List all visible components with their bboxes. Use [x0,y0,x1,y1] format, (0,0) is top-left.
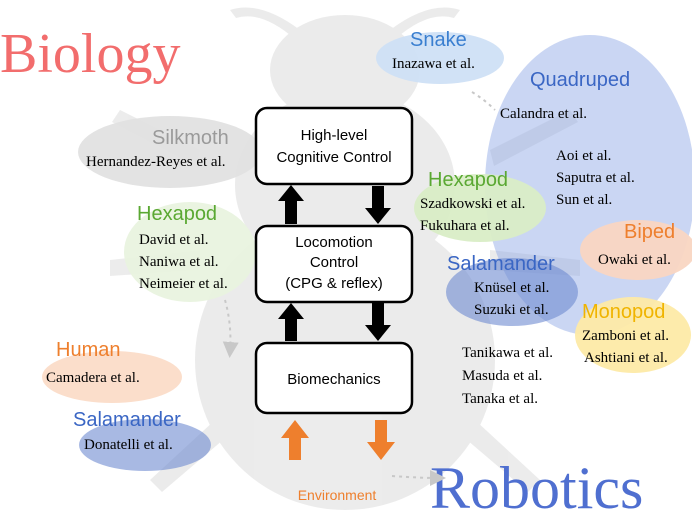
silkmoth-label: Silkmoth [152,127,229,149]
monopod-label: Monopod [582,301,665,323]
snake-bubble [376,32,504,84]
snake-group: Snake Inazawa et al. [376,29,504,84]
biped-label: Biped [624,221,675,243]
robotics-misc-author: Tanaka et al. [462,391,538,407]
silkmoth-author: Hernandez-Reyes et al. [86,154,226,170]
environment-arrows [281,420,395,460]
dashed-connectors [222,91,496,486]
environment-label: Environment [298,487,377,503]
biology-heading: Biology [0,23,180,85]
biology-salamander-bubble [79,419,211,471]
biology-hexapod-author: Neimeier et al. [139,276,228,292]
robotics-misc-author: Tanikawa et al. [462,345,553,361]
arrow-up-environment-to-biomechanics [281,420,309,460]
human-bubble [42,351,182,403]
biomechanics-box: Biomechanics [254,341,414,415]
quadruped-author: Calandra et al. [500,106,587,122]
arrow-down-locomotion-to-biomechanics [365,303,391,341]
monopod-group: Monopod Zamboni et al. Ashtiani et al. [575,297,691,373]
biology-hexapod-author: Naniwa et al. [139,254,219,270]
robotics-misc-author: Masuda et al. [462,368,542,384]
silkmoth-bubble [78,116,262,188]
biology-hexapod-bubble [124,202,256,302]
biology-hexapod-label: Hexapod [137,203,217,225]
silkmoth-group: Silkmoth Hernandez-Reyes et al. [78,116,262,188]
snake-label: Snake [410,29,467,51]
locomotion-control-box: Locomotion Control (CPG & reflex) [254,224,414,304]
arrow-up-locomotion-to-cognitive [278,185,304,224]
snake-author: Inazawa et al. [392,56,475,72]
cognitive-line: High-level [301,127,368,144]
human-author: Camadera et al. [46,370,140,386]
locomotion-line: Control [310,254,358,271]
biomechanics-label: Biomechanics [287,371,380,388]
cognitive-line: Cognitive Control [276,149,391,166]
biped-group: Biped Owaki et al. [580,220,692,280]
biology-hexapod-group: Hexapod David et al. Naniwa et al. Neime… [124,202,256,302]
robotics-hexapod-label: Hexapod [428,169,508,191]
robotics-salamander-label: Salamander [447,253,555,275]
monopod-bubble [575,297,691,373]
monopod-author: Zamboni et al. [582,328,669,344]
robotics-hexapod-author: Szadkowski et al. [420,196,525,212]
quadruped-author: Sun et al. [556,192,612,208]
dashed-connector [471,91,496,111]
robotics-hexapod-bubble [414,174,546,242]
robotics-salamander-bubble [446,258,578,326]
arrow-up-biomechanics-to-locomotion [278,303,304,341]
locomotion-line: (CPG & reflex) [285,275,383,292]
robotics-heading: Robotics [430,455,643,521]
robotics-misc-group: Tanikawa et al. Masuda et al. Tanaka et … [462,345,553,407]
biped-author: Owaki et al. [598,252,671,268]
arrow-down-cognitive-to-locomotion [365,186,391,224]
quadruped-author: Aoi et al. [556,148,611,164]
quadruped-label: Quadruped [530,69,630,91]
biped-bubble [580,220,692,280]
robotics-salamander-author: Knüsel et al. [474,280,549,296]
cognitive-control-box: High-level Cognitive Control [254,106,414,186]
monopod-author: Ashtiani et al. [584,350,668,366]
human-label: Human [56,339,120,361]
dashed-connector [391,469,446,486]
biology-hexapod-author: David et al. [139,232,209,248]
robotics-hexapod-group: Hexapod Szadkowski et al. Fukuhara et al… [414,169,546,242]
arrow-down-biomechanics-to-environment [367,420,395,460]
robotics-salamander-author: Suzuki et al. [474,302,549,318]
biology-salamander-group: Salamander Donatelli et al. [73,409,211,471]
quadruped-author: Saputra et al. [556,170,635,186]
block-arrows [278,185,391,341]
biology-salamander-author: Donatelli et al. [84,437,173,453]
locomotion-line: Locomotion [295,234,373,251]
human-group: Human Camadera et al. [42,339,182,403]
robotics-salamander-group: Salamander Knüsel et al. Suzuki et al. [446,253,578,326]
biology-salamander-label: Salamander [73,409,181,431]
robotics-hexapod-author: Fukuhara et al. [420,218,510,234]
